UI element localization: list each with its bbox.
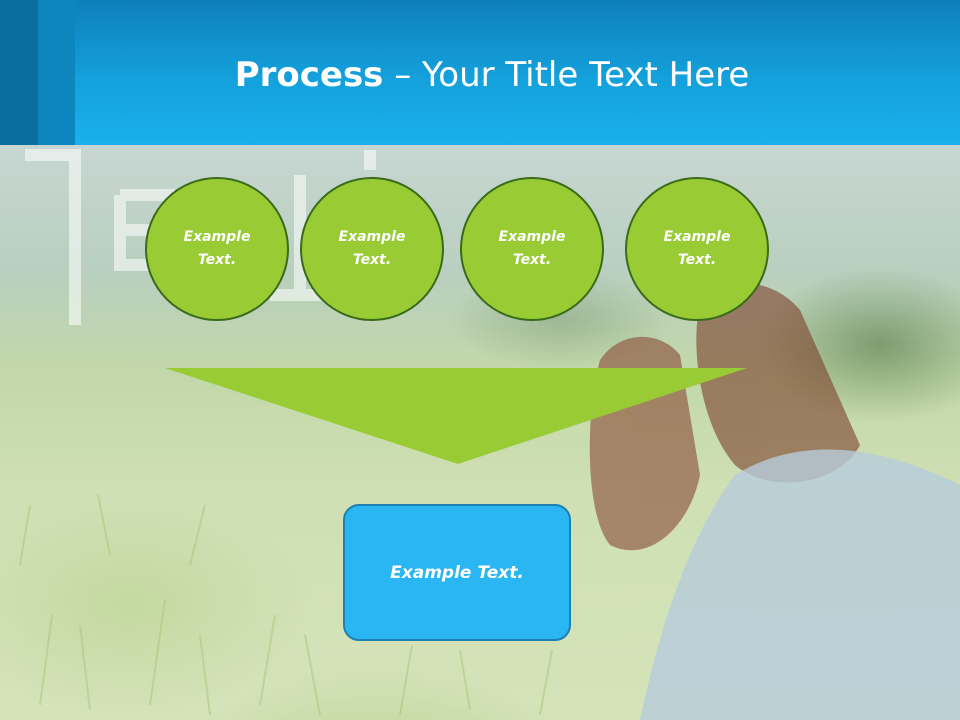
- title-bar: [0, 0, 960, 145]
- process-step-circle-4[interactable]: Example Text.: [625, 177, 769, 321]
- title-bold: Process: [234, 55, 384, 95]
- process-step-label: Example Text.: [663, 229, 731, 268]
- slide-title: Process – Your Title Text Here: [0, 52, 960, 98]
- process-step-label: Example Text.: [498, 229, 566, 268]
- faded-sign-letters: [25, 149, 376, 325]
- process-step-circle-2[interactable]: Example Text.: [300, 177, 444, 321]
- result-box-label: Example Text.: [390, 562, 524, 583]
- process-step-label: Example Text.: [183, 229, 251, 268]
- jeans-photo-area: [640, 449, 960, 720]
- result-box[interactable]: Example Text.: [343, 504, 571, 641]
- title-rest: – Your Title Text Here: [383, 55, 750, 95]
- header-stripe: [38, 0, 75, 145]
- funnel-arrow[interactable]: [165, 368, 747, 466]
- grass-texture: [19, 494, 553, 716]
- process-step-label: Example Text.: [338, 229, 406, 268]
- process-step-circle-1[interactable]: Example Text.: [145, 177, 289, 321]
- header-stripe: [0, 0, 38, 145]
- process-step-circle-3[interactable]: Example Text.: [460, 177, 604, 321]
